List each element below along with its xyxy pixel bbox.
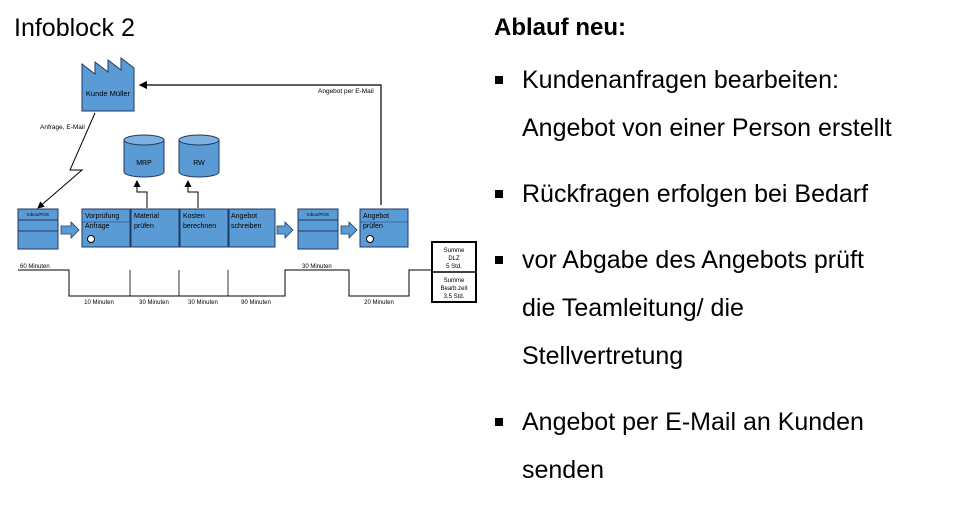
rw-connector <box>184 180 199 208</box>
bullet-item: Kundenanfragen bearbeiten: Angebot von e… <box>494 56 964 152</box>
email-arrow <box>138 80 382 205</box>
sum2-line1: Summe <box>444 278 465 284</box>
wait1-label: 60 Minuten <box>20 264 50 270</box>
bullet-text: senden <box>522 456 605 484</box>
bullet-item: Angebot per E-Mail an Kunden senden <box>494 398 964 494</box>
step3-line1: Kosten <box>183 213 205 220</box>
bullet-square-icon <box>495 256 503 264</box>
step5-line1: Angebot <box>363 213 389 220</box>
bullet-item: Rückfragen erfolgen bei Bedarf <box>494 170 964 218</box>
time5-label: 20 Minuten <box>364 300 394 306</box>
rw-database-icon <box>178 134 220 178</box>
sum1-line1: Summe <box>444 248 465 254</box>
sum2-line3: 3,5 Std. <box>444 294 465 300</box>
step1-line1: Vorprüfung <box>85 213 119 220</box>
step1-line2: Anfrage <box>85 223 110 230</box>
process-vorpruefung <box>81 208 131 248</box>
push-arrow-3 <box>340 221 358 239</box>
customer-label: Kunde Müller <box>86 89 131 98</box>
timeline <box>18 269 432 297</box>
page-title: Infoblock 2 <box>14 14 135 42</box>
bullet-text: die Teamleitung/ die <box>522 294 744 322</box>
bullet-text: Kundenanfragen bearbeiten: <box>522 66 839 94</box>
customer-factory-icon <box>81 56 135 112</box>
value-stream-diagram: Kunde Müller Angebot per E-Mail Anfrage,… <box>17 56 477 306</box>
bullet-item: vor Abgabe des Angebots prüft die Teamle… <box>494 236 964 380</box>
time3-label: 30 Minuten <box>188 300 218 306</box>
inbox2-label: Inbox/POS <box>307 212 329 217</box>
bullet-square-icon <box>495 418 503 426</box>
step5-line2: prüfen <box>363 223 383 230</box>
time2-label: 30 Minuten <box>139 300 169 306</box>
bullet-text: Angebot von einer Person erstellt <box>522 114 892 142</box>
process-material <box>130 208 180 248</box>
request-arrow <box>37 112 96 209</box>
time4-label: 90 Minuten <box>241 300 271 306</box>
step2-line2: prüfen <box>134 223 154 230</box>
sum2-line2: Bearb.zeit <box>440 286 467 292</box>
summary-box <box>431 241 477 303</box>
bullet-text: Rückfragen erfolgen bei Bedarf <box>522 180 869 208</box>
wait2-label: 30 Minuten <box>302 264 332 270</box>
process-description: Ablauf neu: Kundenanfragen bearbeiten: A… <box>494 14 964 512</box>
inbox1-label: Inbox/POS <box>27 212 49 217</box>
push-arrow-2 <box>276 221 294 239</box>
inbox-box-2 <box>297 208 339 250</box>
step4-line1: Angebot <box>231 213 257 220</box>
bullet-list: Kundenanfragen bearbeiten: Angebot von e… <box>494 56 964 494</box>
section-heading: Ablauf neu: <box>494 14 626 41</box>
process-kosten <box>179 208 229 248</box>
email-top-label: Angebot per E-Mail <box>318 88 374 95</box>
mrp-database-icon <box>123 134 165 178</box>
request-label: Anfrage, E-Mail <box>40 124 85 131</box>
bullet-text: Stellvertretung <box>522 342 684 370</box>
sum1-line3: 5 Std. <box>446 264 462 270</box>
mrp-connector <box>133 180 148 208</box>
bullet-square-icon <box>495 190 503 198</box>
time1-label: 10 Minuten <box>84 300 114 306</box>
rw-label: RW <box>193 160 205 167</box>
process-angebot-pruefen <box>359 208 409 248</box>
mrp-label: MRP <box>136 160 152 167</box>
inbox-box-1 <box>17 208 59 250</box>
push-arrow-1 <box>60 221 80 239</box>
bullet-square-icon <box>495 76 503 84</box>
step3-line2: berechnen <box>183 223 216 230</box>
sum1-line2: DLZ <box>448 256 460 262</box>
step4-line2: schreiben <box>231 223 261 230</box>
process-angebot-schreiben <box>228 208 276 248</box>
bullet-text: vor Abgabe des Angebots prüft <box>522 246 864 274</box>
bullet-text: Angebot per E-Mail an Kunden <box>522 408 864 436</box>
step2-line1: Material <box>134 213 159 220</box>
